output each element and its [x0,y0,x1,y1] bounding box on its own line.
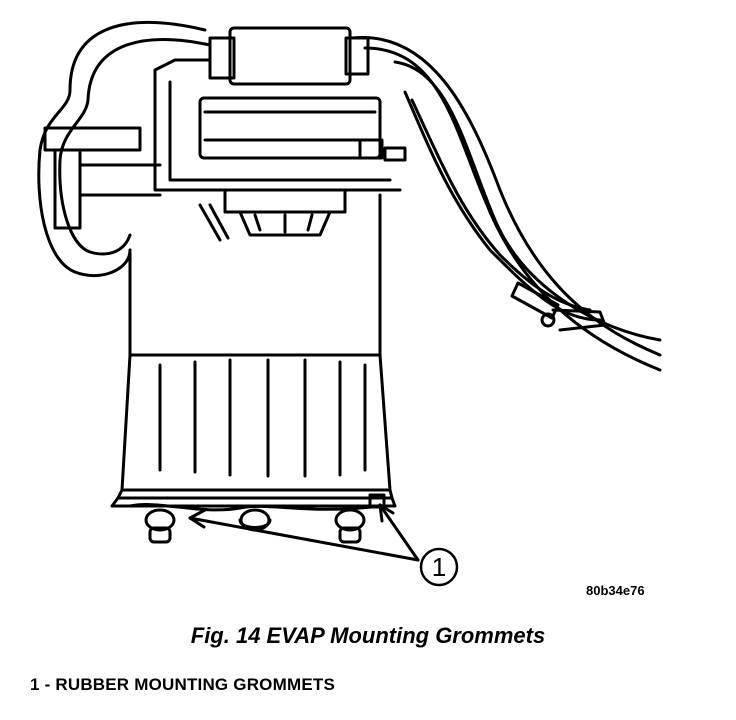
callout-leader-lines [188,503,420,562]
evap-canister-illustration: 1 [37,21,662,587]
hose-bundle [350,36,662,372]
left-bracket [43,126,162,230]
callout-marker: 1 [419,547,459,587]
rubber-grommet [144,508,176,544]
canister-body [116,193,394,500]
rubber-grommet [334,508,366,544]
valve-assembly [153,26,407,192]
figure-caption: Fig. 14 EVAP Mounting Grommets [190,623,546,648]
rubber-grommet [368,493,386,509]
canister-base [110,496,397,512]
canister-neck [198,188,347,242]
wire-connector [510,281,607,332]
callout-number: 1 [432,552,446,582]
legend-item: 1 - RUBBER MOUNTING GROMMETS [30,675,335,694]
figure-code: 80b34e76 [586,583,645,598]
